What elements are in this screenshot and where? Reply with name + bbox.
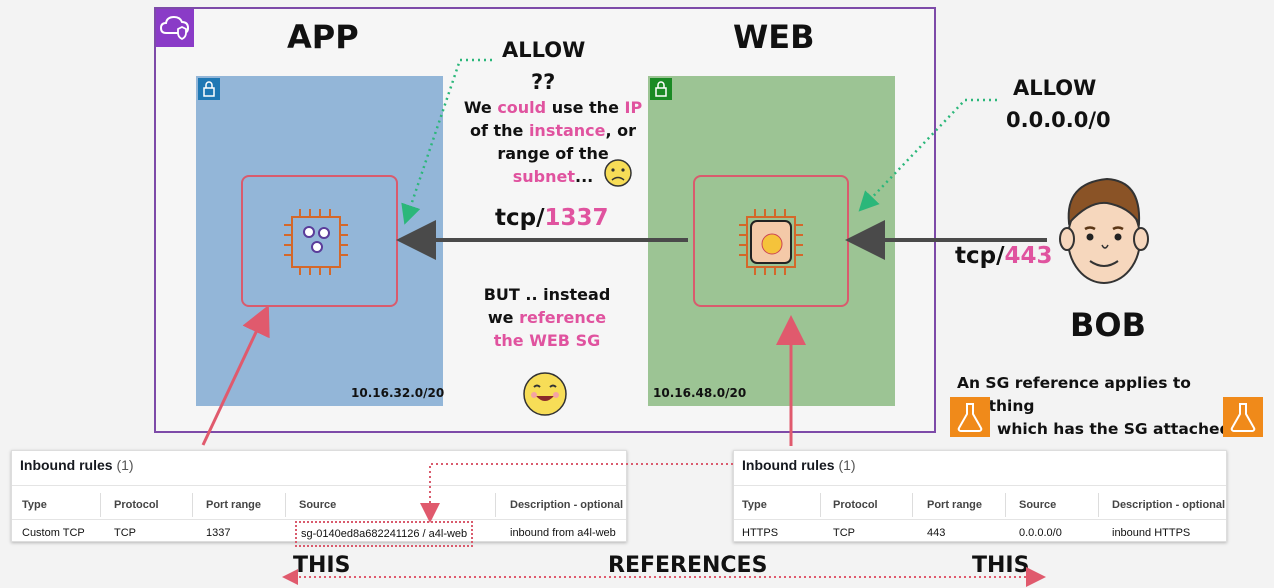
web-rule-source: 0.0.0.0/0 [1019, 527, 1062, 539]
allow-right-label: ALLOW [1013, 76, 1097, 100]
ip-note-highlight: IP [624, 98, 643, 117]
web-rules-count: (1) [838, 457, 856, 473]
app-rule-port: 1337 [206, 527, 231, 539]
app-col-protocol[interactable]: Protocol [114, 499, 159, 511]
sg-flask-icon-right [1223, 397, 1263, 437]
ip-note-text: , or [605, 121, 637, 140]
app-col-description[interactable]: Description - optional [510, 499, 624, 511]
col-separator [1098, 493, 1099, 517]
web-instance-chip-webapp-icon [733, 207, 809, 281]
ip-note-line4: subnet... [462, 165, 644, 188]
web-label: WEB [733, 18, 815, 56]
app-rules-row-divider [12, 519, 626, 520]
col-separator [285, 493, 286, 517]
app-rules-divider [12, 485, 626, 486]
question-label: ?? [531, 70, 556, 94]
allow-left-pointer [401, 58, 492, 225]
ip-note-line1: We could use the IP [462, 96, 644, 119]
app-padlock-icon [198, 78, 220, 100]
web-rules-title-text: Inbound rules [742, 457, 835, 473]
web-col-source[interactable]: Source [1019, 499, 1057, 511]
reference-note-text: we [487, 308, 520, 327]
bob-avatar-icon [1057, 173, 1151, 295]
vpc-cloud-shield-icon [156, 9, 194, 47]
tcp-1337-port: 1337 [544, 205, 609, 231]
sg-note-line2: which has the SG attached [997, 420, 1231, 438]
app-subnet-cidr: 10.16.32.0/20 [351, 386, 445, 400]
reference-note-line3: the WEB SG [493, 331, 601, 350]
ip-note: We could use the IP of the instance, or … [462, 96, 644, 188]
ip-note-highlight: could [497, 98, 547, 117]
ip-note-line3: range of the [497, 144, 609, 163]
sg-flask-icon-left [950, 397, 990, 437]
app-col-port-range[interactable]: Port range [206, 499, 262, 511]
web-subnet-cidr: 10.16.48.0/20 [653, 386, 747, 400]
allow-left-label: ALLOW [502, 38, 586, 62]
app-rule-protocol: TCP [114, 527, 136, 539]
web-col-description[interactable]: Description - optional [1112, 499, 1226, 511]
col-separator [820, 493, 821, 517]
ip-note-text: We [463, 98, 498, 117]
app-label: APP [287, 18, 359, 56]
reference-note-line1: BUT .. instead [483, 285, 611, 304]
happy-face-icon [522, 371, 568, 421]
allow-right-pointer [858, 98, 997, 212]
sad-face-icon [603, 158, 633, 192]
web-rule-description: inbound HTTPS [1112, 527, 1191, 539]
app-rules-title: Inbound rules (1) [20, 457, 134, 473]
app-col-source[interactable]: Source [299, 499, 337, 511]
app-rules-count: (1) [116, 457, 134, 473]
web-rule-protocol: TCP [833, 527, 855, 539]
web-rule-type: HTTPS [742, 527, 779, 539]
web-col-protocol[interactable]: Protocol [833, 499, 878, 511]
web-rules-title: Inbound rules (1) [742, 457, 856, 473]
web-inbound-rules-panel: Inbound rules (1) Type Protocol Port ran… [733, 450, 1227, 542]
app-rule-source[interactable]: sg-0140ed8a682241126 / a4l-web [295, 521, 474, 547]
ip-note-line2: of the instance, or [462, 119, 644, 142]
col-separator [1005, 493, 1006, 517]
reference-note-line2: we reference [474, 306, 620, 329]
col-separator [912, 493, 913, 517]
web-rules-row-divider [734, 519, 1226, 520]
col-separator [192, 493, 193, 517]
ip-note-text: use the [546, 98, 625, 117]
web-col-port-range[interactable]: Port range [927, 499, 983, 511]
ip-note-highlight: instance [528, 121, 606, 140]
app-rules-title-text: Inbound rules [20, 457, 113, 473]
allow-right-cidr: 0.0.0.0/0 [1006, 108, 1111, 132]
col-separator [100, 493, 101, 517]
web-rule-port: 443 [927, 527, 946, 539]
app-instance-chip-gears-icon [278, 207, 354, 281]
tcp-443-port: 443 [1004, 243, 1053, 269]
web-rules-divider [734, 485, 1226, 486]
tcp-443-label: tcp/443 [955, 243, 1053, 269]
ip-note-text: of the [469, 121, 529, 140]
tcp-443-proto: tcp/ [955, 243, 1005, 269]
app-inbound-rules-panel: Inbound rules (1) Type Protocol Port ran… [11, 450, 627, 547]
ip-note-highlight: subnet [512, 167, 576, 186]
app-rules-pointer [201, 304, 270, 446]
ip-note-text: ... [575, 167, 594, 186]
reference-note: BUT .. instead we reference the WEB SG [474, 283, 620, 352]
web-col-type[interactable]: Type [742, 499, 767, 511]
reference-note-highlight: reference [519, 308, 607, 327]
web-padlock-icon [650, 78, 672, 100]
tcp-1337-proto: tcp/ [495, 205, 545, 231]
col-separator [495, 493, 496, 517]
app-col-type[interactable]: Type [22, 499, 47, 511]
tcp-1337-label: tcp/1337 [495, 205, 609, 231]
app-rule-type: Custom TCP [22, 527, 85, 539]
sg-reference-link [420, 463, 733, 523]
app-rule-description: inbound from a4l-web [510, 527, 616, 539]
bob-label: BOB [1070, 306, 1146, 344]
